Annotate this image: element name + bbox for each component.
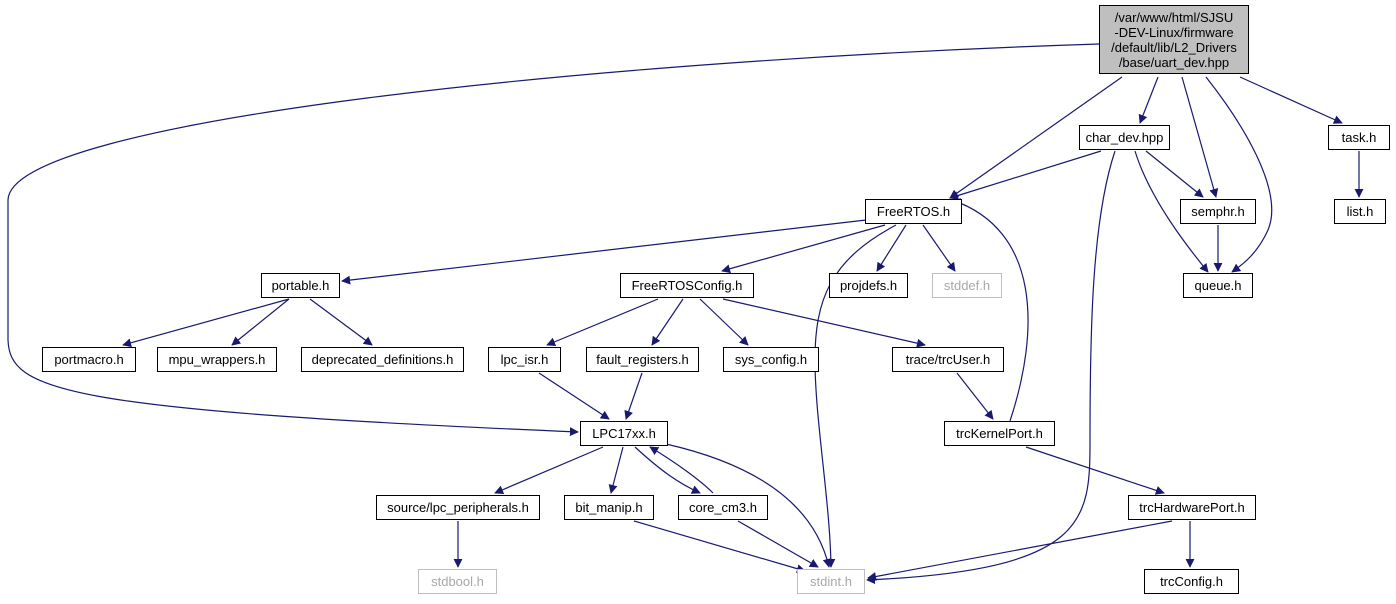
edge-char_dev-to-queue (1134, 150, 1209, 273)
edge-portable-to-deprecated (309, 298, 373, 346)
node-trace-trcuser-h[interactable]: trace/trcUser.h (892, 347, 1004, 372)
edge-portable-to-portmacro (122, 298, 290, 348)
edge-char_dev-to-stdint (866, 150, 1116, 585)
edge-freertos-to-stddef (922, 224, 956, 272)
node-stdbool-h: stdbool.h (418, 569, 497, 594)
edge-core_cm3-to-stdint (737, 520, 819, 568)
node-trcconfig-h[interactable]: trcConfig.h (1144, 569, 1239, 594)
edge-trckernelport-to-trchardwareport (1025, 446, 1165, 495)
node-stdint-h: stdint.h (797, 569, 865, 594)
node-core-cm3-h[interactable]: core_cm3.h (678, 495, 768, 520)
edge-freertosconfig-to-lpc_isr (546, 298, 659, 347)
edge-root-to-semphr (1181, 76, 1219, 198)
node-projdefs-h[interactable]: projdefs.h (829, 273, 908, 298)
node-uart-dev-hpp: /var/www/html/SJSU -DEV-Linux/firmware /… (1099, 5, 1249, 74)
edge-trchardwareport-to-stdint (867, 520, 1173, 581)
edge-lpc_isr-to-lpc17xx (538, 372, 610, 420)
edge-portable-to-mpu_wrappers (231, 298, 290, 346)
node-portmacro-h[interactable]: portmacro.h (42, 347, 136, 372)
edge-freertos-to-projdefs (876, 224, 907, 272)
edge-root-to-freertos (949, 76, 1123, 199)
edge-freertos-to-freertosconfig (721, 224, 886, 274)
node-freertosconfig-h[interactable]: FreeRTOSConfig.h (620, 273, 754, 298)
node-trchardwareport-h[interactable]: trcHardwarePort.h (1128, 495, 1256, 520)
node-mpu-wrappers-h[interactable]: mpu_wrappers.h (157, 347, 277, 372)
edge-lpc17xx-to-bit_manip (608, 446, 624, 494)
edge-root-to-char_dev (1138, 76, 1159, 124)
edge-trcuser-to-trckernelport (956, 372, 994, 420)
node-trckernelport-h[interactable]: trcKernelPort.h (944, 421, 1055, 446)
node-list-h[interactable]: list.h (1334, 199, 1386, 224)
edge-trckernelport-to-freertos (951, 198, 1029, 422)
node-deprecated-definitions-h[interactable]: deprecated_definitions.h (301, 347, 464, 372)
edge-freertosconfig-to-sys_config (699, 298, 749, 346)
node-lpc-isr-h[interactable]: lpc_isr.h (488, 347, 561, 372)
edge-freertosconfig-to-fault_registers (651, 298, 684, 346)
node-stddef-h: stddef.h (932, 273, 1002, 298)
edge-root-to-task (1239, 76, 1343, 124)
node-freertos-h[interactable]: FreeRTOS.h (865, 199, 962, 224)
node-queue-h[interactable]: queue.h (1183, 273, 1253, 298)
node-semphr-h[interactable]: semphr.h (1180, 199, 1256, 224)
edge-freertos-to-portable (341, 219, 867, 285)
edge-freertosconfig-to-trcuser (722, 298, 926, 348)
node-sys-config-h[interactable]: sys_config.h (723, 347, 819, 372)
edge-fault_registers-to-lpc17xx (624, 372, 643, 420)
edge-char_dev-to-freertos (949, 150, 1102, 200)
edge-core_cm3-to-lpc17xx (649, 446, 714, 494)
node-portable-h[interactable]: portable.h (261, 273, 340, 298)
node-bit-manip-h[interactable]: bit_manip.h (564, 495, 654, 520)
edge-root-to-lpc17xx (7, 43, 1100, 437)
edge-char_dev-to-semphr (1145, 150, 1204, 198)
edge-lpc17xx-to-core_cm3 (634, 446, 701, 494)
node-lpc17xx-h[interactable]: LPC17xx.h (580, 421, 668, 446)
edge-root-to-queue (1205, 76, 1273, 273)
node-task-h[interactable]: task.h (1328, 125, 1390, 150)
edge-bit_manip-to-stdint (633, 520, 806, 574)
edge-lpc17xx-to-lpc_peripherals (494, 446, 604, 494)
node-source-lpc-peripherals-h[interactable]: source/lpc_peripherals.h (376, 495, 540, 520)
node-char-dev-hpp[interactable]: char_dev.hpp (1079, 125, 1170, 150)
edge-lpc17xx-to-stdint (665, 443, 832, 568)
node-fault-registers-h[interactable]: fault_registers.h (586, 347, 699, 372)
